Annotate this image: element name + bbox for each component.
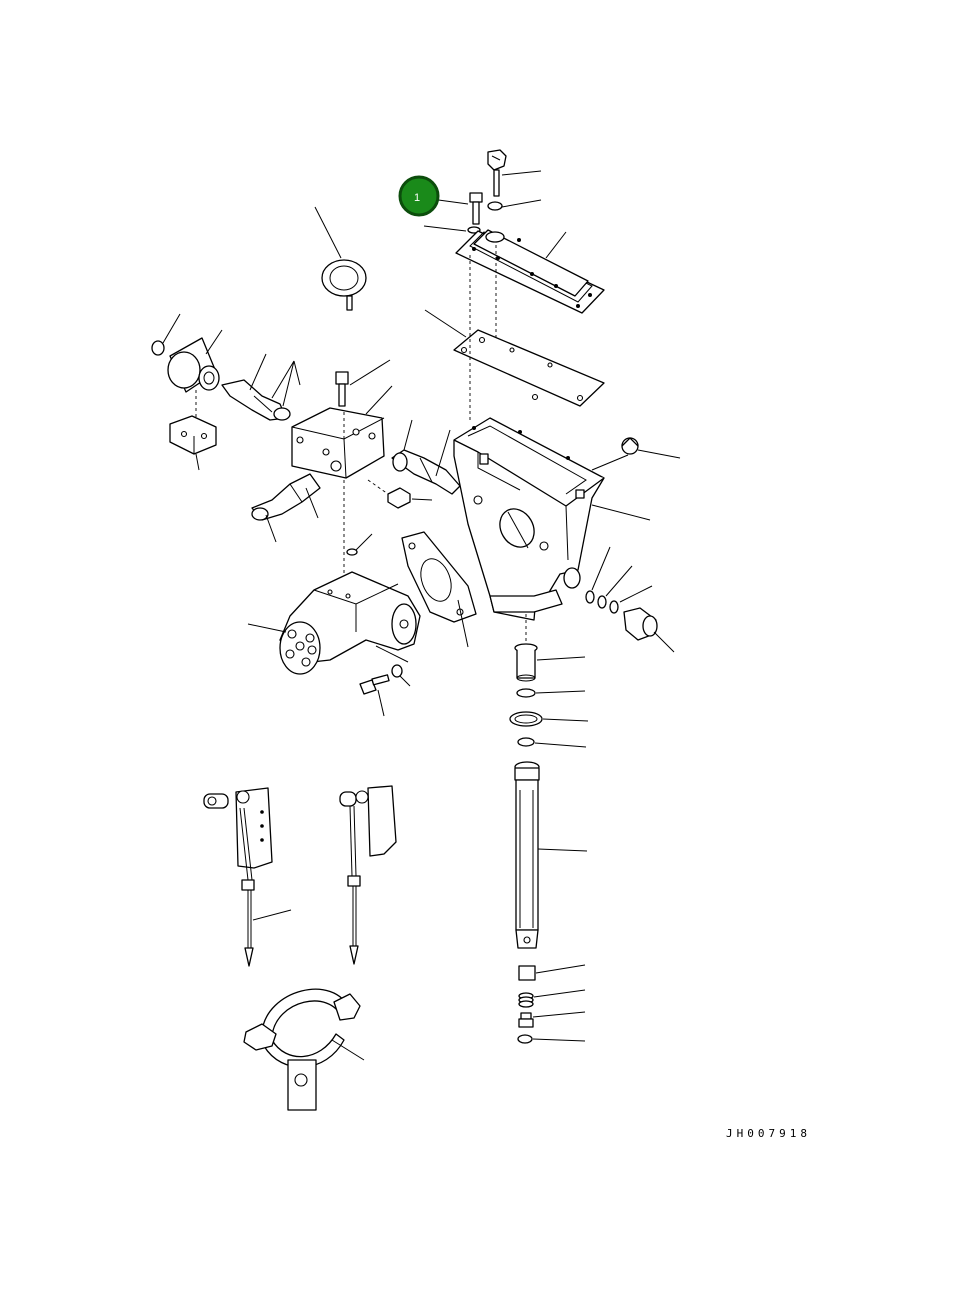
main-housing — [453, 417, 605, 621]
socket-bolt — [335, 371, 349, 407]
bearing-ring — [321, 259, 367, 311]
hydraulic-motor — [279, 571, 421, 675]
callout-badge-1-circle — [398, 175, 440, 217]
mounting-clamp — [243, 988, 361, 1111]
motor-washer — [391, 664, 403, 678]
solenoid-valve-stem-left — [221, 379, 291, 421]
gasket-cover — [453, 329, 605, 407]
o-ring-shaft-2 — [517, 737, 535, 747]
sensor-assembly-right — [339, 785, 397, 965]
o-ring-small-top — [487, 201, 503, 211]
drive-shaft — [514, 761, 540, 949]
sleeve — [514, 643, 538, 682]
connector-block — [169, 415, 217, 455]
motor-bolt — [359, 674, 390, 695]
plug-small — [387, 487, 411, 509]
solenoid-valve-stem-lower — [251, 473, 321, 521]
o-ring-side-1 — [585, 590, 595, 604]
o-ring-shaft-large — [509, 711, 543, 727]
o-ring-shaft-1 — [516, 688, 536, 698]
o-ring-side-3 — [609, 600, 619, 614]
sensor-assembly-left — [203, 787, 273, 967]
bolt-top — [469, 192, 483, 225]
shaft-pin — [518, 965, 536, 981]
callout-badge-1-number: 1 — [414, 192, 420, 204]
drawing-reference-code: JH007918 — [726, 1127, 811, 1140]
adjust-screw — [518, 1012, 534, 1028]
washer-bottom — [517, 1034, 533, 1044]
o-ring-motor — [346, 548, 358, 556]
solenoid-valve-stem-right — [391, 449, 461, 495]
valve-block — [291, 407, 385, 479]
dowel-pin — [621, 437, 639, 455]
spring — [518, 992, 534, 1008]
flange-gasket — [401, 531, 477, 623]
o-ring-side-2 — [597, 595, 607, 609]
snap-ring-left — [151, 340, 165, 356]
vent-plug — [487, 149, 507, 197]
cover-plate — [455, 229, 605, 314]
callout-badge-1[interactable]: 1 — [398, 175, 440, 217]
side-plug — [623, 607, 658, 641]
solenoid-coil — [167, 337, 220, 393]
